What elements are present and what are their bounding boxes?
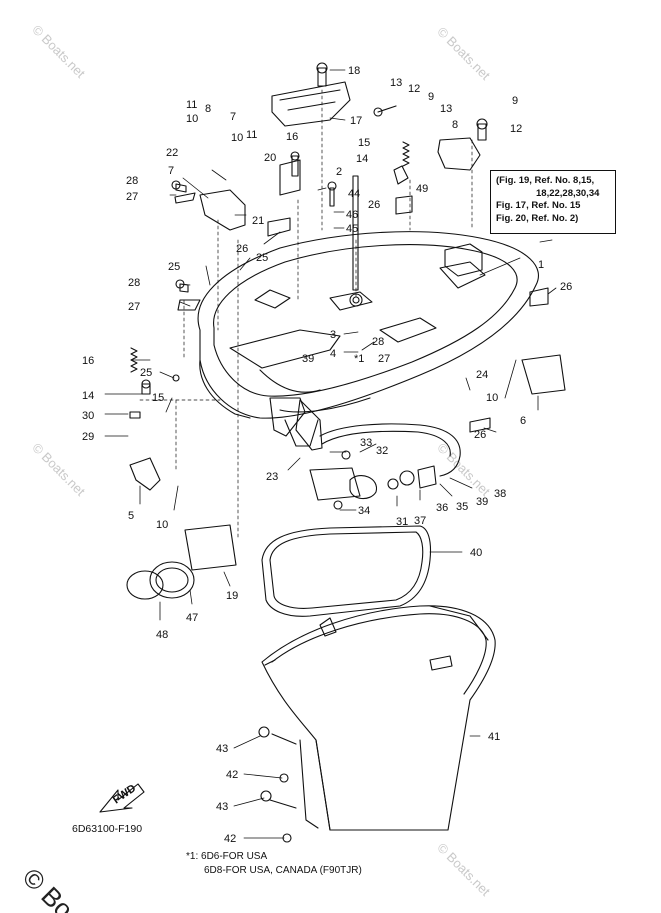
callout-label: 44 <box>348 188 360 200</box>
callout-label: 1 <box>538 259 544 271</box>
callout-label: 21 <box>252 215 264 227</box>
leader-lines <box>104 69 557 839</box>
callout-label: 8 <box>452 119 458 131</box>
callout-label: 25 <box>168 261 180 273</box>
callout-label: 15 <box>358 137 370 149</box>
callout-label: 23 <box>266 471 278 483</box>
callout-label: 28 <box>372 336 384 348</box>
callout-label: 19 <box>226 590 238 602</box>
callout-label: 11 <box>246 129 257 141</box>
footnote: *1: 6D6-FOR USA 6D8-FOR USA, CANADA (F90… <box>186 850 362 878</box>
hose-pipe-part <box>319 423 461 477</box>
callout-label: 42 <box>224 833 236 845</box>
callout-label: 20 <box>264 152 276 164</box>
callout-label: 45 <box>346 223 358 235</box>
callout-label: *1 <box>354 353 364 365</box>
latch-parts <box>126 137 566 600</box>
callout-label: 25 <box>256 252 268 264</box>
callout-label: 18 <box>348 65 360 77</box>
handle-bracket-part <box>271 81 351 127</box>
fwd-arrow-icon <box>99 783 145 813</box>
callout-label: 6 <box>520 415 526 427</box>
bottom-cowling-part <box>197 231 539 447</box>
callout-label: 13 <box>390 77 402 89</box>
reference-line-3: Fig. 17, Ref. No. 15 <box>496 200 581 211</box>
callout-label: 43 <box>216 801 228 813</box>
assembly-guides <box>139 89 473 541</box>
callout-label: 37 <box>414 515 426 527</box>
lower-cowling-part <box>261 605 496 831</box>
callout-label: 31 <box>396 516 408 528</box>
callout-label: 26 <box>560 281 572 293</box>
callout-label: 22 <box>166 147 178 159</box>
callout-label: 10 <box>486 392 498 404</box>
callout-label: 27 <box>378 353 390 365</box>
callout-label: 14 <box>82 390 94 402</box>
callout-label: 13 <box>440 103 452 115</box>
callout-label: 10 <box>231 132 243 144</box>
callout-label: 11 <box>186 99 197 111</box>
reference-line-1: (Fig. 19, Ref. No. 8,15, <box>496 175 595 186</box>
callout-label: 33 <box>360 437 372 449</box>
callout-label: 3 <box>330 329 336 341</box>
callout-label: 12 <box>510 123 522 135</box>
callout-label: 12 <box>408 83 420 95</box>
reference-note-box: (Fig. 19, Ref. No. 8,15, 18,22,28,30,34 … <box>490 170 616 234</box>
callout-label: 17 <box>350 115 362 127</box>
callout-label: 16 <box>286 131 298 143</box>
callout-label: 47 <box>186 612 198 624</box>
callout-label: 10 <box>186 113 198 125</box>
gasket-part <box>261 525 432 617</box>
fwd-label: FWD <box>111 782 138 806</box>
callout-label: 15 <box>152 392 164 404</box>
callout-label: 9 <box>512 95 518 107</box>
callout-label: 5 <box>128 510 134 522</box>
callout-label: 16 <box>82 355 94 367</box>
callout-label: 7 <box>230 111 236 123</box>
callout-label: 49 <box>416 183 428 195</box>
footnote-line-2: 6D8-FOR USA, CANADA (F90TJR) <box>204 865 362 876</box>
callout-label: 32 <box>376 445 388 457</box>
footnote-line-1: *1: 6D6-FOR USA <box>186 851 268 862</box>
callout-label: 27 <box>126 191 138 203</box>
callout-label: 26 <box>368 199 380 211</box>
callout-label: 4 <box>330 348 336 360</box>
callout-label: 28 <box>126 175 138 187</box>
callout-label: 42 <box>226 769 238 781</box>
callout-label: 8 <box>205 103 211 115</box>
callout-label: 10 <box>156 519 168 531</box>
callout-label: 14 <box>356 153 368 165</box>
reference-line-4: Fig. 20, Ref. No. 2) <box>496 212 579 224</box>
callout-label: 46 <box>346 209 358 221</box>
reference-line-2: 18,22,28,30,34 <box>536 187 600 199</box>
callout-label: 40 <box>470 547 482 559</box>
callout-label: 38 <box>494 488 506 500</box>
callout-label: 48 <box>156 629 168 641</box>
callout-label: 7 <box>168 165 174 177</box>
callout-label: 25 <box>140 367 152 379</box>
callout-label: 36 <box>436 502 448 514</box>
callout-label: 24 <box>476 369 488 381</box>
callout-label: 26 <box>236 243 248 255</box>
callout-label: 39 <box>302 353 314 365</box>
callout-label: 26 <box>474 429 486 441</box>
bolts-hardware <box>129 62 488 843</box>
callout-label: 35 <box>456 501 468 513</box>
callout-label: 41 <box>488 731 500 743</box>
callout-label: 27 <box>128 301 140 313</box>
callout-label: 30 <box>82 410 94 422</box>
callout-label: 29 <box>82 431 94 443</box>
callout-label: 43 <box>216 743 228 755</box>
callout-label: 2 <box>336 166 342 178</box>
callout-label: 28 <box>128 277 140 289</box>
callout-label: 39 <box>476 496 488 508</box>
callout-label: 9 <box>428 91 434 103</box>
diagram-code: 6D63100-F190 <box>72 823 143 835</box>
callout-label: 34 <box>358 505 370 517</box>
